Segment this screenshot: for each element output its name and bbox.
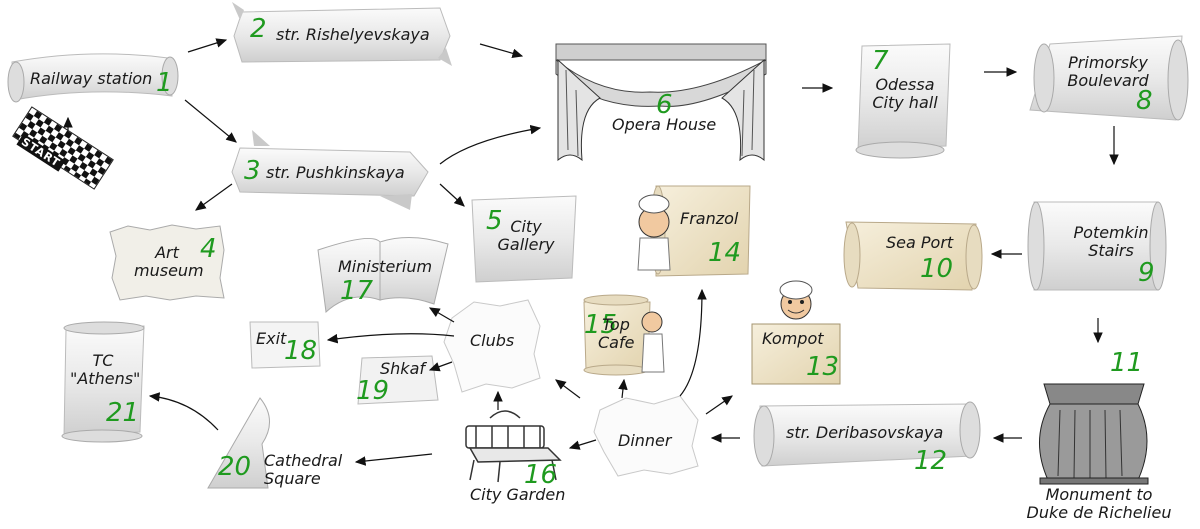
label-potemkin-stairs: Potemkin Stairs	[1073, 223, 1149, 261]
number-14: 14	[708, 238, 742, 268]
label-kompot: Kompot	[762, 329, 824, 348]
monument-shape-11	[1039, 383, 1149, 485]
chef-board-shape-13	[751, 280, 841, 385]
book-shape-17	[317, 236, 449, 314]
label-exit: Exit	[256, 329, 287, 348]
torn-hole-shape-dinner	[593, 395, 699, 477]
label-shkaf: Shkaf	[380, 359, 425, 378]
scroll-shape-8	[1029, 35, 1189, 121]
number-18: 18	[284, 336, 318, 366]
number-21: 21	[106, 398, 140, 428]
label-odessa-city-hall: Odessa City hall	[872, 75, 938, 113]
label-tc-athens: TC "Athens"	[70, 351, 141, 389]
scroll-shape-1	[7, 53, 179, 103]
number-20: 20	[218, 452, 252, 482]
number-1: 1	[156, 68, 173, 98]
paper-shape-18	[249, 321, 321, 369]
label-city-gallery: City Gallery	[497, 217, 555, 255]
label-str-deribasovskaya: str. Deribasovskaya	[786, 423, 944, 442]
torn-paper-shape-4	[109, 224, 225, 301]
label-sea-port: Sea Port	[886, 233, 954, 252]
parchment-shape-10	[843, 221, 983, 291]
ribbon-shape-3	[231, 130, 429, 210]
number-7: 7	[872, 46, 889, 76]
number-6: 6	[656, 90, 673, 120]
number-11: 11	[1110, 348, 1144, 378]
scroll-shape-21	[61, 321, 145, 443]
label-city-garden: City Garden	[470, 485, 566, 504]
curtain-shape-6	[555, 43, 767, 162]
scroll-shape-7	[855, 43, 951, 159]
chef-scroll-shape-15	[583, 294, 665, 376]
number-19: 19	[356, 376, 390, 406]
number-17: 17	[340, 276, 374, 306]
number-15: 15	[584, 310, 618, 340]
number-3: 3	[244, 156, 261, 186]
label-cathedral-square: Cathedral Square	[264, 451, 343, 489]
torn-hole-shape-clubs	[443, 299, 541, 393]
chef-scroll-shape-14	[637, 185, 751, 277]
number-9: 9	[1138, 258, 1155, 288]
paper-curl-shape-20	[207, 397, 270, 489]
scroll-shape-9	[1027, 201, 1167, 291]
label-monument-duke: Monument to Duke de Richelieu	[1026, 485, 1172, 523]
label-franzol: Franzol	[680, 209, 739, 228]
label-primorsky-boulevard: Primorsky Boulevard	[1067, 53, 1149, 91]
label-ministerium: Ministerium	[338, 257, 433, 276]
label-clubs: Clubs	[470, 331, 515, 350]
scroll-shape-12	[753, 401, 981, 467]
number-5: 5	[486, 206, 503, 236]
ribbon-shape-2	[232, 2, 452, 66]
number-12: 12	[914, 446, 948, 476]
number-13: 13	[806, 352, 840, 382]
number-4: 4	[200, 234, 217, 264]
label-top-cafe: Top Cafe	[598, 315, 635, 353]
number-16: 16	[524, 460, 558, 490]
number-8: 8	[1136, 86, 1153, 116]
label-railway-station: Railway station	[30, 69, 153, 88]
number-10: 10	[920, 254, 954, 284]
label-str-rishelyevskaya: str. Rishelyevskaya	[276, 25, 430, 44]
paper-shape-19	[357, 355, 439, 405]
number-2: 2	[250, 14, 267, 44]
paper-shape-5	[471, 195, 577, 283]
label-dinner: Dinner	[618, 431, 672, 450]
label-str-pushkinskaya: str. Pushkinskaya	[266, 163, 405, 182]
label-art-museum: Art museum	[134, 243, 204, 281]
label-opera-house: Opera House	[612, 115, 717, 134]
bench-shape-16	[465, 410, 562, 483]
